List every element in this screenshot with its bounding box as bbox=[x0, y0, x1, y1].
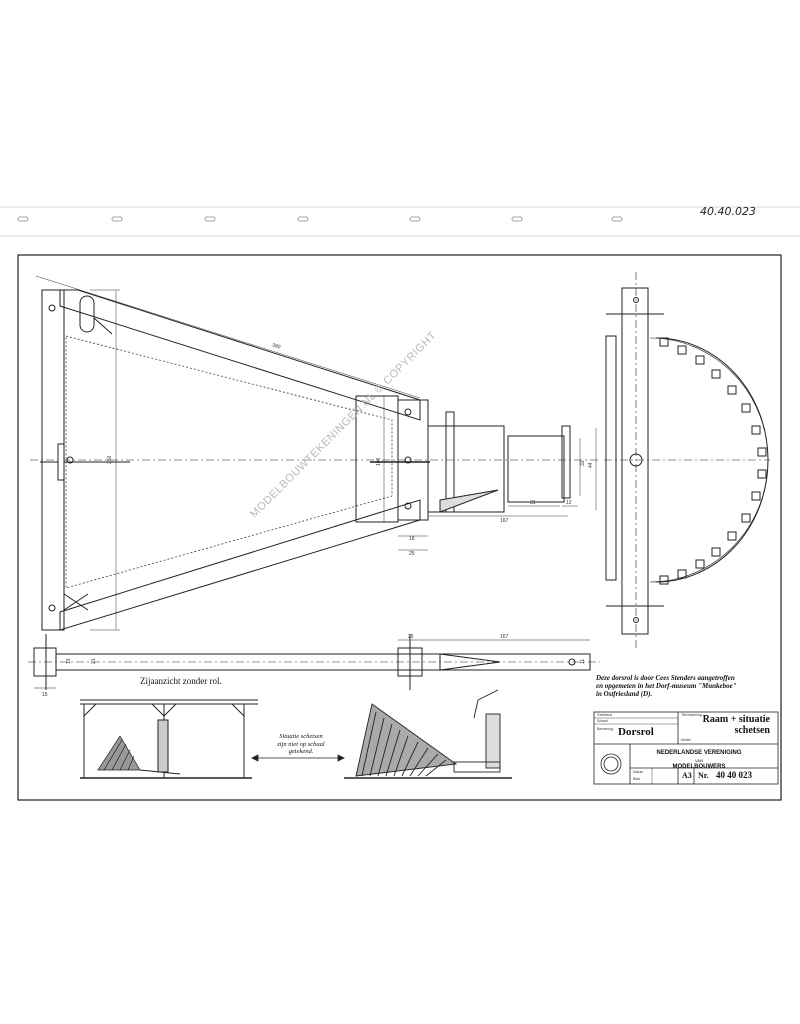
dim-side-15: 15 bbox=[42, 692, 48, 698]
dim-top-length: 380 bbox=[271, 342, 281, 350]
description-note: Deze dorsrol is door Cees Stenders aange… bbox=[596, 674, 796, 698]
dim-33: 33 bbox=[580, 460, 586, 466]
dim-167: 167 bbox=[500, 518, 509, 524]
paper-format: A3 bbox=[682, 771, 692, 780]
title-block bbox=[593, 711, 779, 785]
perforated-strip bbox=[0, 206, 800, 237]
tb-label-date: Datum bbox=[633, 770, 644, 774]
tb-label-sheet: Blad bbox=[633, 777, 641, 781]
org-line: NEDERLANDSE VERENIGING bbox=[656, 750, 742, 756]
dim-side-13: 13 bbox=[66, 658, 72, 664]
drawing-number: 40 40 023 bbox=[716, 770, 752, 780]
description-line: in Ostfriesland (D). bbox=[596, 690, 653, 698]
drawing-border bbox=[17, 254, 782, 801]
dim-side-21: 21 bbox=[91, 658, 97, 664]
tb-label-title: Titel tekening bbox=[681, 713, 702, 717]
description-line: en opgemeten in het Dorf-museum "Munkebo… bbox=[596, 682, 737, 690]
situation-note-line: zijn niet op schaal bbox=[277, 740, 325, 748]
situation-note-line: getekend. bbox=[288, 748, 314, 755]
situation-note-line: Situatie schetsen bbox=[279, 733, 323, 740]
org-line: VAN bbox=[695, 758, 703, 763]
organisation-name: NEDERLANDSE VERENIGING VAN MODELBOUWERS bbox=[630, 750, 768, 771]
tb-label-name: Benaming bbox=[597, 727, 613, 731]
tb-label-model: Model bbox=[681, 738, 691, 742]
org-line: MODELBOUWERS bbox=[672, 764, 726, 770]
dim-12: 12 bbox=[566, 500, 572, 506]
dim-side-25: 25 bbox=[408, 634, 414, 640]
roller-front-view bbox=[604, 272, 770, 650]
tb-label-scale: Schaal bbox=[597, 719, 608, 723]
dim-left-height: 250 bbox=[107, 455, 113, 464]
dim-44: 44 bbox=[588, 462, 594, 468]
situation-arrow bbox=[251, 754, 345, 762]
frame-top-view bbox=[30, 289, 600, 631]
tb-label-drawn: Getekend bbox=[597, 713, 613, 717]
situation-sketch-barn bbox=[80, 699, 258, 779]
side-view bbox=[28, 634, 600, 690]
title-block-name: Dorsrol bbox=[618, 726, 654, 738]
dim-side-167: 167 bbox=[500, 634, 509, 640]
situation-note: Situatie schetsen zijn niet op schaal ge… bbox=[262, 733, 340, 756]
number-label: Nr. bbox=[698, 771, 709, 780]
handwritten-reference: 40.40.023 bbox=[700, 205, 756, 218]
title-line: Raam + situatie bbox=[702, 714, 770, 725]
dim-31: 31 bbox=[530, 500, 536, 506]
dim-inner-height: 106 bbox=[376, 457, 382, 466]
side-view-label: Zijaanzicht zonder rol. bbox=[140, 676, 222, 686]
description-line: Deze dorsrol is door Cees Stenders aange… bbox=[596, 674, 735, 682]
title-block-title: Raam + situatie schetsen bbox=[684, 714, 770, 736]
situation-sketch-roller bbox=[344, 689, 512, 779]
dim-18: 18 bbox=[409, 536, 415, 542]
dim-side-11: 11 bbox=[580, 659, 586, 664]
dim-25: 25 bbox=[409, 551, 415, 557]
title-line: schetsen bbox=[734, 725, 770, 736]
main-dimensions bbox=[35, 275, 597, 631]
